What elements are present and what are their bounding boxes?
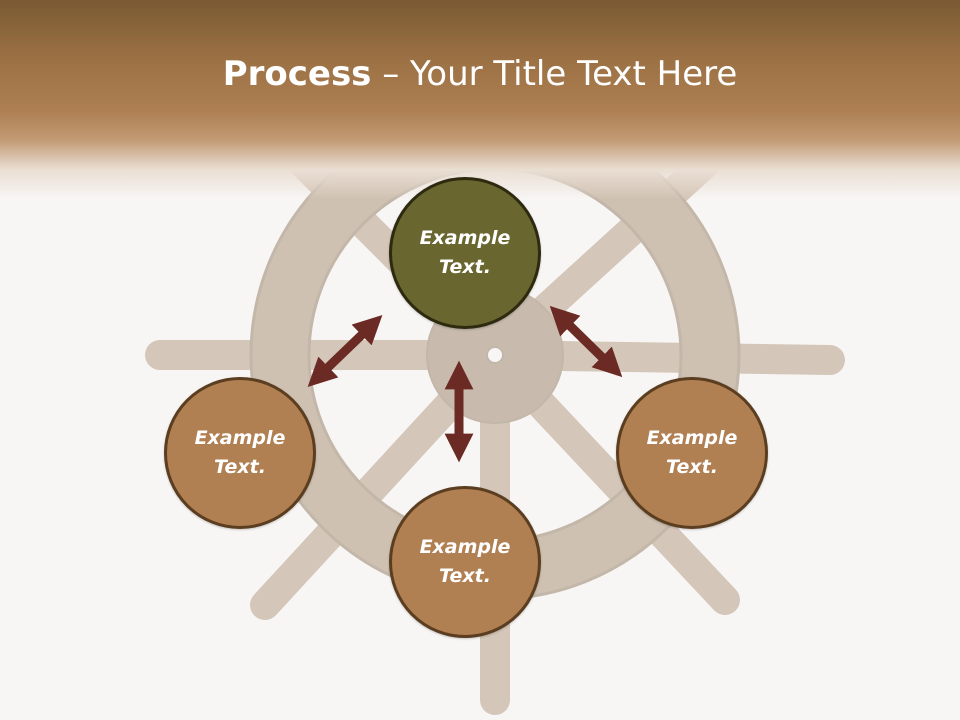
node-left-text: Example Text.: [194, 427, 286, 478]
node-right: Example Text.: [616, 377, 768, 529]
node-top: Example Text.: [389, 177, 541, 329]
page-title: Process – Your Title Text Here: [0, 52, 960, 96]
title-rest: – Your Title Text Here: [371, 54, 738, 94]
header-band: [0, 0, 960, 200]
node-bottom: Example Text.: [389, 486, 541, 638]
node-top-text: Example Text.: [419, 227, 511, 278]
node-left: Example Text.: [164, 377, 316, 529]
node-right-text: Example Text.: [646, 427, 738, 478]
node-bottom-text: Example Text.: [419, 536, 511, 587]
arrow-top-left: [307, 315, 383, 387]
arrow-top-right: [549, 305, 623, 378]
title-bold: Process: [222, 54, 372, 94]
